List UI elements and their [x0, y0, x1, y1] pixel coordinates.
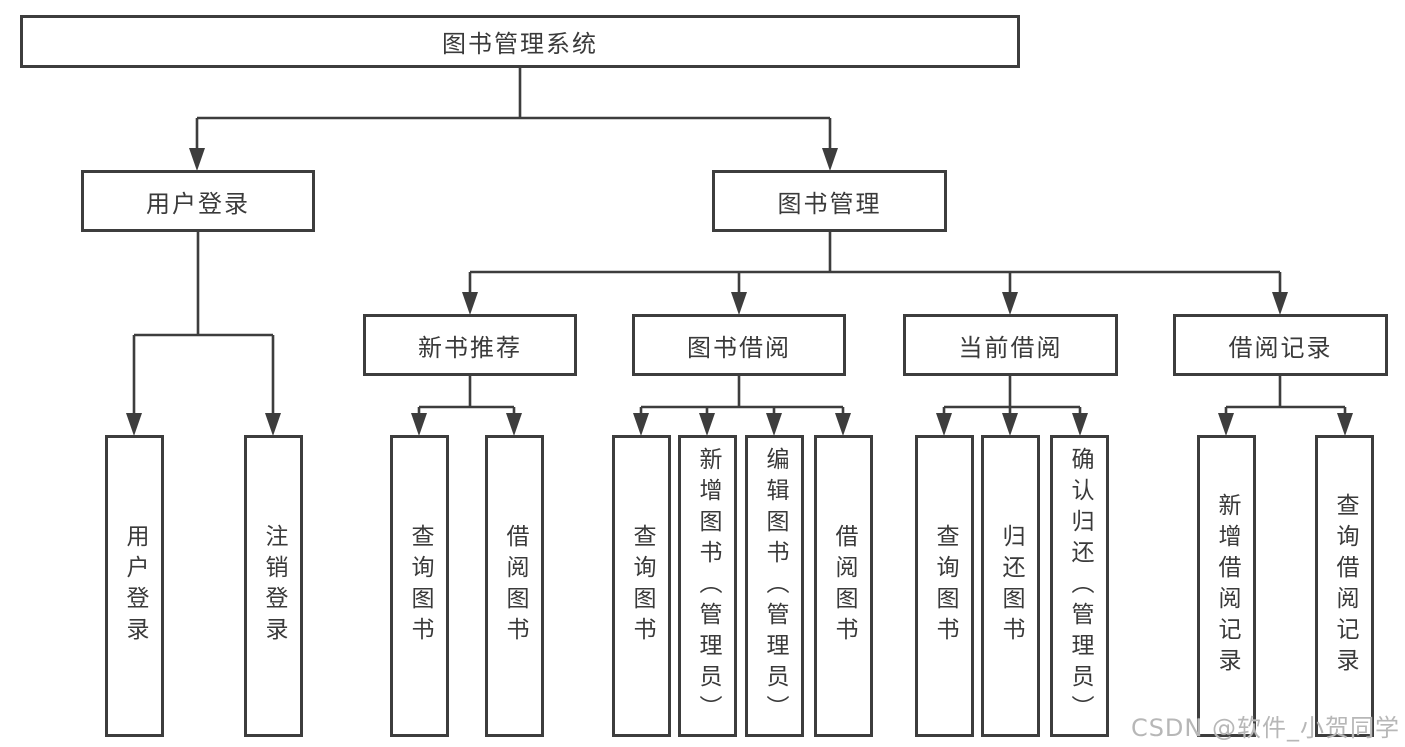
node-new-book: 新书推荐	[363, 314, 577, 376]
arrowhead	[633, 413, 649, 436]
arrowhead	[1002, 292, 1018, 315]
leaf-label: 编辑图书（管理员）	[762, 446, 788, 726]
leaf-label: 注销登录	[261, 524, 287, 648]
leaf-new-book-query: 查询图书	[390, 435, 449, 737]
arrowhead	[835, 413, 851, 436]
leaf-user-login-login: 用户登录	[105, 435, 164, 737]
arrowhead	[189, 148, 205, 171]
arrowhead	[936, 413, 952, 436]
csdn-watermark: CSDN @软件_小贺同学	[1130, 714, 1400, 742]
node-book-borrow-label: 图书借阅	[687, 333, 791, 362]
node-root: 图书管理系统	[20, 15, 1020, 68]
arrowhead	[1072, 413, 1088, 436]
arrowhead	[462, 292, 478, 315]
leaf-current-borrow-confirm: 确认归还（管理员）	[1050, 435, 1109, 737]
connector-book-management	[462, 232, 1288, 315]
connector-root	[189, 68, 838, 171]
arrowhead	[411, 413, 427, 436]
leaf-book-borrow-query: 查询图书	[612, 435, 671, 737]
leaf-borrow-record-query: 查询借阅记录	[1315, 435, 1374, 737]
leaf-label: 归还图书	[998, 524, 1024, 648]
arrowhead	[731, 292, 747, 315]
arrowhead	[822, 148, 838, 171]
leaf-current-borrow-query: 查询图书	[915, 435, 974, 737]
node-user-login: 用户登录	[81, 170, 315, 232]
leaf-label: 新增图书（管理员）	[695, 446, 721, 726]
node-new-book-label: 新书推荐	[418, 333, 522, 362]
arrowhead	[1002, 413, 1018, 436]
connector-borrow-record	[1218, 376, 1353, 436]
arrowhead	[1272, 292, 1288, 315]
node-borrow-record-label: 借阅记录	[1228, 333, 1333, 362]
leaf-label: 用户登录	[122, 524, 148, 648]
connector-current-borrow	[936, 376, 1088, 436]
leaf-current-borrow-return: 归还图书	[981, 435, 1040, 737]
leaf-book-borrow-edit: 编辑图书（管理员）	[745, 435, 804, 737]
leaf-label: 查询图书	[932, 524, 958, 648]
leaf-user-login-logout: 注销登录	[244, 435, 303, 737]
node-current-borrow: 当前借阅	[903, 314, 1118, 376]
leaf-label: 确认归还（管理员）	[1067, 446, 1093, 726]
leaf-label: 新增借阅记录	[1214, 493, 1240, 679]
leaf-borrow-record-add: 新增借阅记录	[1197, 435, 1256, 737]
arrowhead	[265, 413, 281, 436]
node-book-borrow: 图书借阅	[632, 314, 846, 376]
connector-book-borrow	[633, 376, 851, 436]
leaf-label: 查询图书	[629, 524, 655, 648]
node-user-login-label: 用户登录	[146, 189, 250, 218]
arrowhead	[766, 413, 782, 436]
connector-user-login	[126, 232, 281, 436]
leaf-book-borrow-borrow: 借阅图书	[814, 435, 873, 737]
leaf-label: 查询借阅记录	[1332, 493, 1358, 679]
arrowhead	[699, 413, 715, 436]
node-root-label: 图书管理系统	[442, 30, 598, 58]
node-book-management: 图书管理	[712, 170, 947, 232]
leaf-label: 查询图书	[407, 524, 433, 648]
node-current-borrow-label: 当前借阅	[958, 333, 1063, 362]
arrowhead	[1218, 413, 1234, 436]
arrowhead	[126, 413, 142, 436]
leaf-label: 借阅图书	[831, 524, 857, 648]
leaf-label: 借阅图书	[502, 524, 528, 648]
leaf-book-borrow-add: 新增图书（管理员）	[678, 435, 737, 737]
arrowhead	[1337, 413, 1353, 436]
node-borrow-record: 借阅记录	[1173, 314, 1388, 376]
connector-new-book	[411, 376, 522, 436]
leaf-new-book-borrow: 借阅图书	[485, 435, 544, 737]
arrowhead	[506, 413, 522, 436]
node-book-management-label: 图书管理	[777, 189, 882, 218]
